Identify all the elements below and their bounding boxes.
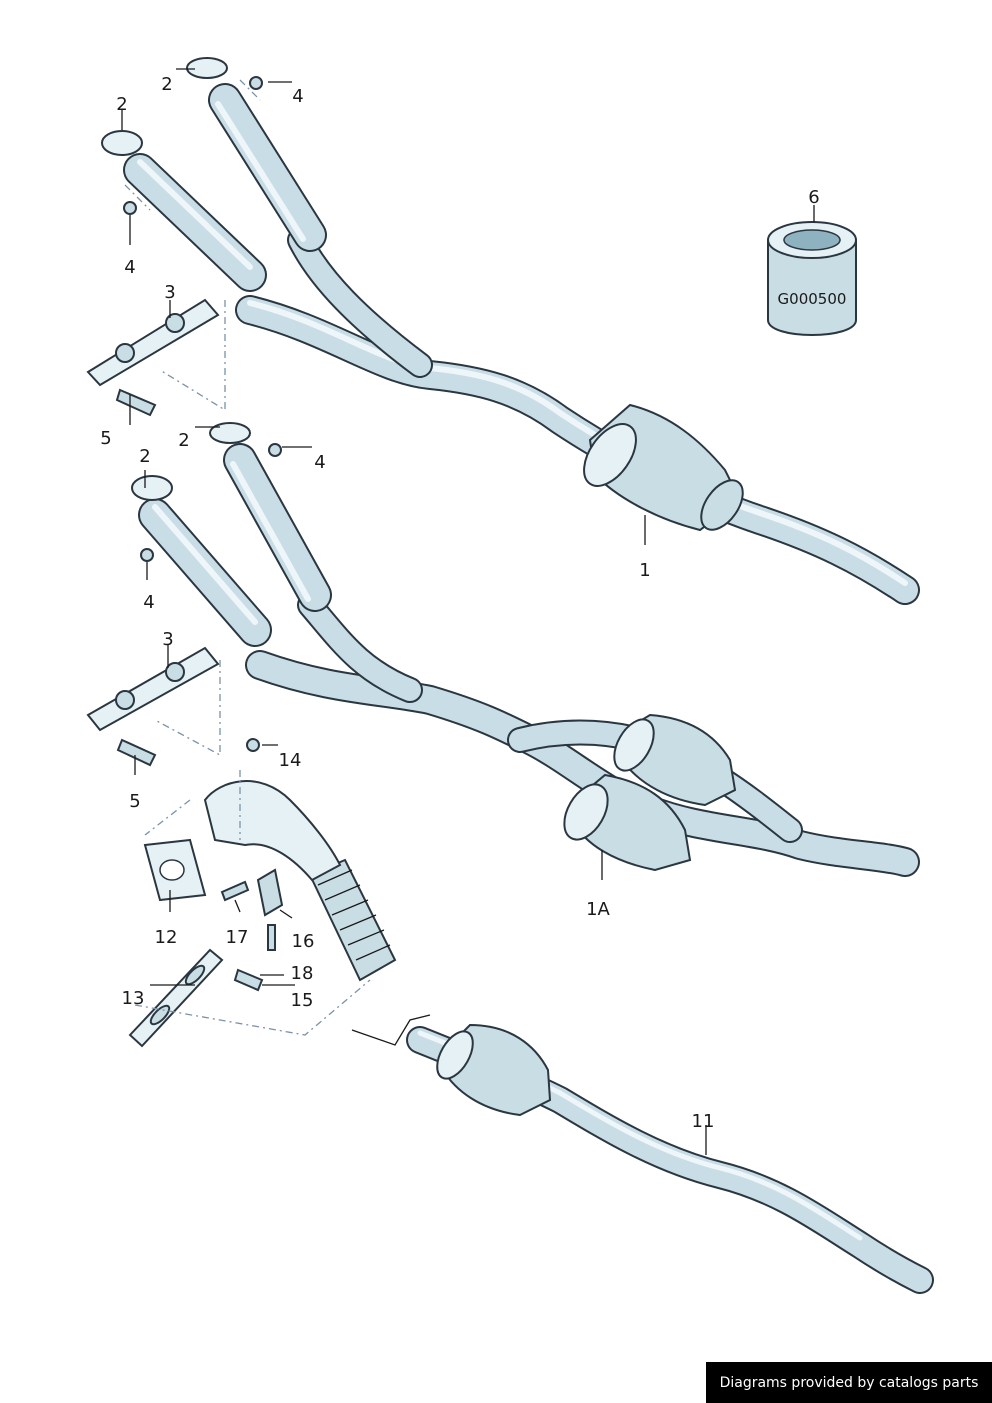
catalytic-converter-1 (583, 403, 744, 532)
callout-15: 15 (291, 990, 314, 1011)
callout-3: 3 (162, 629, 173, 650)
screw-icon (220, 880, 250, 902)
catalytic-converter-11 (436, 1023, 552, 1117)
callout-4: 4 (124, 257, 135, 278)
nut-icon (246, 738, 260, 752)
bolt-icon (115, 388, 157, 417)
bolt-icon (233, 968, 264, 992)
flex-pipe (308, 858, 397, 982)
callout-1a: 1A (586, 899, 610, 920)
callout-4: 4 (314, 452, 325, 473)
callout-14: 14 (279, 750, 302, 771)
exhaust-assembly-1: G000500 (86, 57, 920, 605)
callout-17: 17 (226, 927, 249, 948)
nut-icon (268, 443, 282, 457)
credit-banner: Diagrams provided by catalogs parts (706, 1362, 992, 1403)
callout-labels: 2 2 4 4 3 5 1 6 2 2 4 4 3 5 1A 14 12 17 … (100, 74, 819, 1132)
callout-2: 2 (178, 430, 189, 451)
part-code-label: G000500 (778, 290, 847, 308)
nut-icon (123, 201, 137, 215)
callout-5: 5 (100, 428, 111, 449)
callout-2: 2 (139, 446, 150, 467)
exhaust-assembly-11 (128, 738, 934, 1294)
gasket-icon (209, 422, 251, 444)
callout-2: 2 (161, 74, 172, 95)
callout-2: 2 (116, 94, 127, 115)
callout-5: 5 (129, 791, 140, 812)
bolt-icon (116, 738, 157, 767)
bracket-13 (128, 948, 224, 1048)
callout-11: 11 (692, 1111, 715, 1132)
gasket-icon (186, 57, 228, 79)
nut-icon (140, 548, 154, 562)
clamp-icon (256, 868, 284, 917)
sleeve-part-6: G000500 (767, 221, 857, 336)
catalytic-converter-1a-lower (563, 773, 692, 872)
leader-lines (121, 68, 815, 1155)
callout-6: 6 (808, 187, 819, 208)
callout-13: 13 (122, 988, 145, 1009)
exhaust-assembly-1a (86, 422, 920, 877)
bracket-3b (86, 646, 220, 732)
callout-4: 4 (292, 86, 303, 107)
callout-18: 18 (291, 963, 314, 984)
gasket-icon (131, 475, 173, 501)
downpipe-elbow (203, 780, 342, 882)
catalytic-converter-1a-upper (613, 713, 737, 807)
callout-16: 16 (292, 931, 315, 952)
nut-icon (249, 76, 263, 90)
bracket-3a (86, 298, 220, 387)
callout-3: 3 (164, 282, 175, 303)
bolt-icon (267, 924, 276, 951)
callout-1: 1 (639, 560, 650, 581)
callout-12: 12 (155, 927, 178, 948)
gasket-icon (101, 130, 143, 156)
callout-4: 4 (143, 592, 154, 613)
